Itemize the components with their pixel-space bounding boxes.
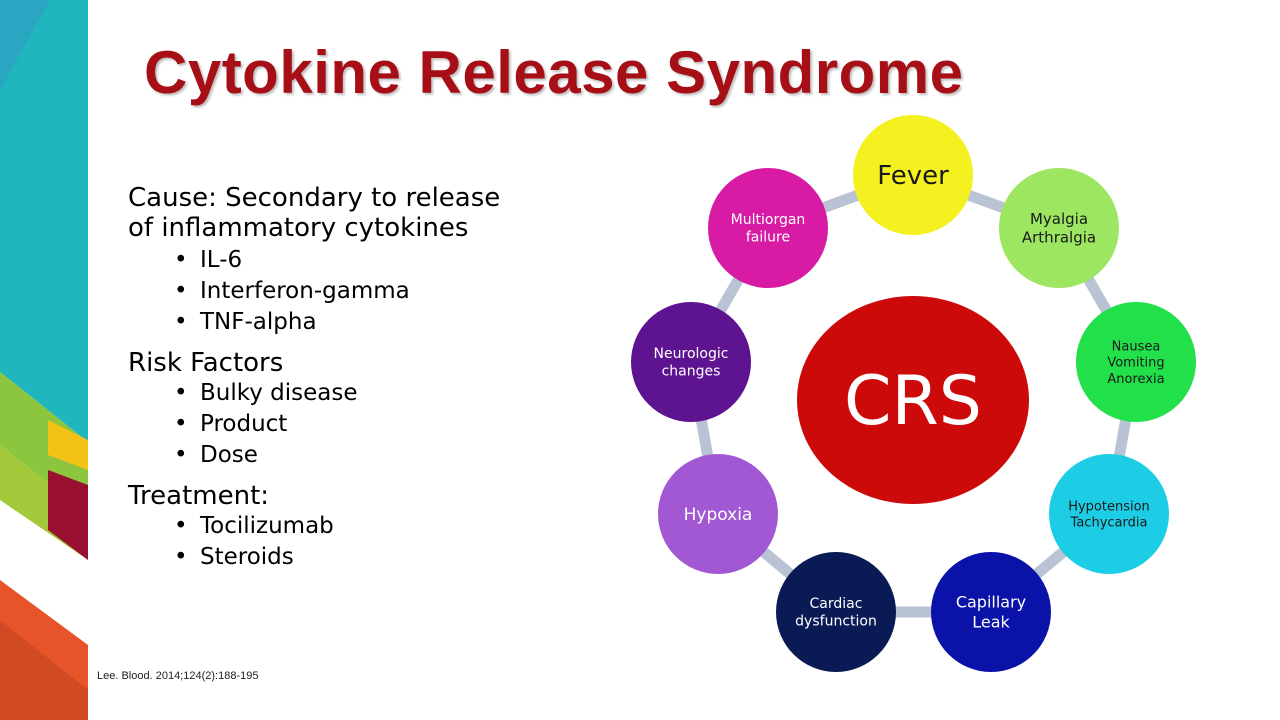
treatment-item: Steroids: [174, 542, 598, 573]
risk-factors-heading: Risk Factors: [128, 348, 284, 378]
slide-title: Cytokine Release Syndrome: [144, 39, 964, 106]
cause-heading-line-2: of inflammatory cytokines: [128, 213, 469, 243]
crs-center-circle: [797, 296, 1029, 504]
treatment-item: Tocilizumab: [174, 511, 598, 542]
symptom-node-label: Tachycardia: [1070, 516, 1148, 531]
cycle-connector: [714, 273, 745, 317]
cycle-connector: [1082, 273, 1113, 317]
left-text-block: Cause: Secondary to release of inflammat…: [128, 183, 598, 583]
cycle-connector: [757, 545, 797, 581]
symptom-node-label: Anorexia: [1107, 372, 1164, 387]
symptom-node: Fever: [853, 115, 973, 235]
symptom-node-circle: [931, 552, 1051, 672]
cycle-connector: [1113, 416, 1132, 460]
symptom-node-label: Hypotension: [1068, 499, 1150, 514]
symptom-node-label: Leak: [972, 613, 1010, 632]
symptom-node-label: Vomiting: [1107, 356, 1164, 371]
symptom-node-label: Cardiac: [810, 596, 863, 612]
risk-factor-item: Bulky disease: [174, 378, 598, 409]
cause-item: Interferon-gamma: [174, 276, 598, 307]
symptom-node-label: Arthralgia: [1022, 229, 1096, 247]
cycle-connector: [963, 188, 1009, 215]
decorative-left-band: [0, 0, 88, 720]
symptom-node-label: Capillary: [956, 593, 1026, 612]
cause-list: IL-6 Interferon-gamma TNF-alpha: [128, 245, 598, 338]
symptom-node-label: Nausea: [1112, 339, 1161, 354]
symptom-node-label: Fever: [877, 161, 949, 191]
symptom-node: Neurologic changes: [631, 302, 751, 422]
risk-factor-item: Product: [174, 409, 598, 440]
symptom-node-circle: [853, 115, 973, 235]
symptom-node-circle: [776, 552, 896, 672]
symptom-node-circle: [1076, 302, 1196, 422]
symptom-node-circle: [999, 168, 1119, 288]
cause-item: IL-6: [174, 245, 598, 276]
risk-factors-list: Bulky disease Product Dose: [128, 378, 598, 471]
symptom-node: Cardiac dysfunction: [776, 552, 896, 672]
symptom-node-label: Multiorgan: [731, 212, 806, 228]
cycle-connector: [818, 189, 863, 214]
symptom-node-label: Neurologic: [654, 346, 729, 362]
symptom-node-label: failure: [746, 230, 790, 246]
cycle-connector: [695, 416, 714, 460]
symptom-node-circle: [1049, 454, 1169, 574]
citation: Lee. Blood. 2014;124(2):188-195: [97, 670, 259, 682]
symptom-node: Multiorgan failure: [708, 168, 828, 288]
symptom-node-circle: [708, 168, 828, 288]
symptom-node-label: dysfunction: [795, 614, 877, 630]
symptom-node-label: changes: [662, 364, 721, 380]
symptom-node-circle: [658, 454, 778, 574]
treatment-heading: Treatment:: [128, 481, 270, 511]
cause-item: TNF-alpha: [174, 307, 598, 338]
symptom-node-circle: [631, 302, 751, 422]
symptom-node-label: Hypoxia: [684, 505, 753, 525]
treatment-list: Tocilizumab Steroids: [128, 511, 598, 573]
crs-center-label: CRS: [844, 362, 982, 441]
symptom-node-label: Myalgia: [1030, 210, 1088, 228]
cause-heading-line-1: Cause: Secondary to release: [128, 183, 501, 213]
risk-factor-item: Dose: [174, 440, 598, 471]
cause-heading: Cause: Secondary to release of inflammat…: [128, 183, 598, 243]
cycle-connector: [1030, 545, 1070, 581]
symptom-node: Hypoxia: [658, 454, 778, 574]
